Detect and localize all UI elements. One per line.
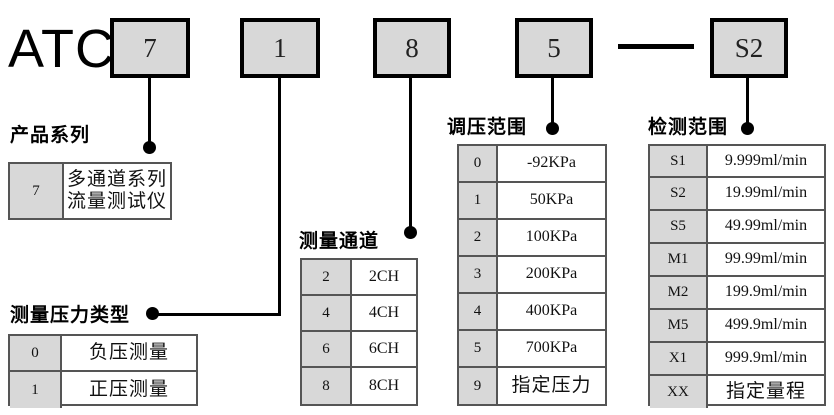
- row-desc: 100KPa: [525, 228, 578, 246]
- leader-line-regulation-range: [551, 78, 554, 130]
- row-code: 1: [10, 372, 62, 408]
- row-code: 9: [459, 368, 498, 404]
- row-code: 2: [459, 220, 498, 255]
- row-code: 0: [10, 336, 62, 370]
- row-code: S1: [650, 146, 708, 176]
- table-product-series: 7 多通道系列 流量测试仪: [8, 162, 172, 220]
- leader-dot-regulation-range: [546, 122, 559, 135]
- row-desc: 199.9ml/min: [724, 283, 808, 301]
- table-row: 1 50KPa: [459, 183, 605, 220]
- code-box-regulation-range[interactable]: 5: [515, 18, 593, 78]
- table-row: 4 4CH: [302, 296, 416, 332]
- table-row: 1 正压测量: [10, 372, 196, 408]
- code-box-channels[interactable]: 8: [373, 18, 451, 78]
- row-code: 0: [459, 146, 498, 181]
- row-desc: 19.99ml/min: [724, 184, 808, 202]
- table-pressure-type: 0 负压测量 1 正压测量: [8, 334, 198, 408]
- row-code: S2: [650, 178, 708, 209]
- row-desc: 49.99ml/min: [724, 217, 808, 235]
- row-code: M5: [650, 310, 708, 341]
- row-code: 1: [459, 183, 498, 218]
- leader-line-pressure-type-vertical: [278, 78, 281, 316]
- leader-dot-channels: [404, 226, 417, 239]
- heading-regulation-range: 调压范围: [447, 117, 528, 138]
- leader-dot-detection-range: [741, 122, 754, 135]
- row-code: S5: [650, 211, 708, 242]
- table-row: S2 19.99ml/min: [650, 178, 824, 211]
- row-desc: 6CH: [368, 339, 400, 357]
- code-box-series[interactable]: 7: [110, 18, 190, 78]
- row-desc: 400KPa: [525, 302, 578, 320]
- table-row: M1 99.99ml/min: [650, 244, 824, 277]
- model-separator-dash: [618, 44, 694, 49]
- row-desc: 负压测量: [88, 342, 169, 364]
- row-desc: 8CH: [368, 376, 400, 394]
- row-desc: 99.99ml/min: [724, 250, 808, 268]
- table-row: S5 49.99ml/min: [650, 211, 824, 244]
- table-regulation-range: 0 -92KPa 1 50KPa 2 100KPa 3 200KPa 4 400…: [457, 144, 607, 406]
- row-desc: 499.9ml/min: [724, 316, 808, 334]
- row-code: XX: [650, 376, 708, 408]
- heading-detection-range: 检测范围: [648, 117, 729, 138]
- table-row: X1 999.9ml/min: [650, 343, 824, 376]
- row-code: 5: [459, 331, 498, 366]
- row-desc: 2CH: [368, 267, 400, 285]
- model-prefix-label: ATC: [8, 19, 115, 79]
- row-desc: -92KPa: [527, 154, 576, 172]
- leader-line-series: [148, 78, 151, 150]
- table-row: 7 多通道系列 流量测试仪: [10, 164, 170, 218]
- table-row: 2 2CH: [302, 260, 416, 296]
- table-row: 8 8CH: [302, 368, 416, 404]
- table-row: 3 200KPa: [459, 257, 605, 294]
- row-desc: 200KPa: [525, 265, 578, 283]
- table-row: S1 9.999ml/min: [650, 146, 824, 178]
- row-desc: 999.9ml/min: [724, 349, 808, 367]
- table-row: 5 700KPa: [459, 331, 605, 368]
- code-box-pressure-type[interactable]: 1: [240, 18, 320, 78]
- table-row: M5 499.9ml/min: [650, 310, 824, 343]
- heading-product-series: 产品系列: [10, 125, 91, 146]
- leader-line-channels: [409, 78, 412, 235]
- row-code: 3: [459, 257, 498, 292]
- table-row: 0 -92KPa: [459, 146, 605, 183]
- leader-dot-series: [143, 141, 156, 154]
- row-code: M1: [650, 244, 708, 275]
- row-code: 8: [302, 368, 352, 404]
- table-row: 4 400KPa: [459, 294, 605, 331]
- code-box-detection-range[interactable]: S2: [710, 18, 788, 78]
- row-code: 7: [10, 164, 64, 218]
- leader-dot-pressure-type: [146, 307, 159, 320]
- row-desc: 指定压力: [511, 375, 592, 397]
- row-desc: 正压测量: [88, 379, 169, 401]
- table-row: 2 100KPa: [459, 220, 605, 257]
- row-code: 2: [302, 260, 352, 294]
- table-row: XX 指定量程: [650, 376, 824, 408]
- row-code: X1: [650, 343, 708, 374]
- row-code: M2: [650, 277, 708, 308]
- table-row: M2 199.9ml/min: [650, 277, 824, 310]
- row-code: 4: [459, 294, 498, 329]
- heading-pressure-type: 测量压力类型: [10, 305, 131, 326]
- leader-line-pressure-type-horizontal: [152, 313, 281, 316]
- table-measure-channel: 2 2CH 4 4CH 6 6CH 8 8CH: [300, 258, 418, 406]
- row-desc: 多通道系列 流量测试仪: [66, 169, 167, 212]
- table-row: 9 指定压力: [459, 368, 605, 404]
- row-desc: 9.999ml/min: [724, 151, 808, 169]
- leader-line-detection-range: [746, 78, 749, 130]
- table-row: 0 负压测量: [10, 336, 196, 372]
- table-row: 6 6CH: [302, 332, 416, 368]
- row-desc: 700KPa: [525, 339, 578, 357]
- table-detection-range: S1 9.999ml/min S2 19.99ml/min S5 49.99ml…: [648, 144, 826, 408]
- row-desc: 50KPa: [529, 191, 574, 209]
- heading-measure-channel: 测量通道: [299, 231, 380, 252]
- row-code: 6: [302, 332, 352, 366]
- row-desc: 指定量程: [725, 381, 806, 403]
- row-desc: 4CH: [368, 303, 400, 321]
- row-code: 4: [302, 296, 352, 330]
